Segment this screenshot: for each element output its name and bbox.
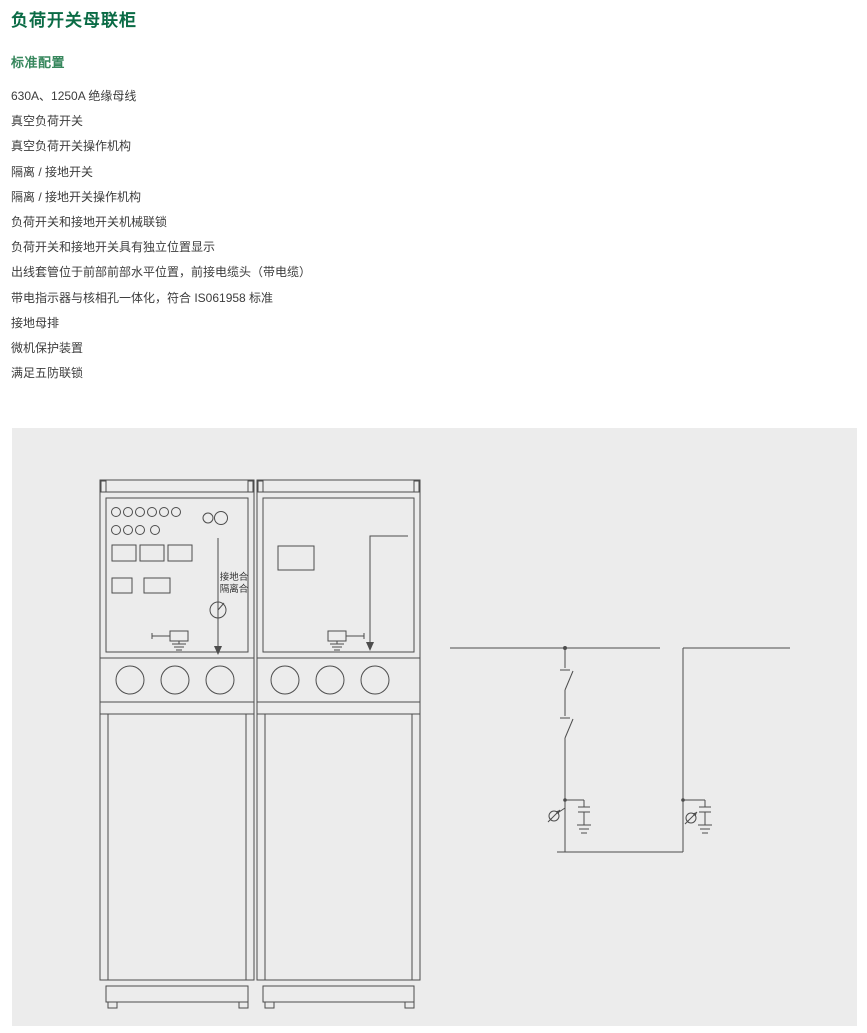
load-switch-branch — [560, 646, 574, 852]
feature-item: 出线套管位于前部前部水平位置，前接电缆头（带电缆） — [11, 265, 312, 280]
diagram-panel: 接地合 隔离合 — [12, 428, 857, 1026]
right-panel-instruments — [277, 535, 408, 651]
feature-item: 真空负荷开关操作机构 — [11, 139, 132, 154]
section-heading: 标准配置 — [11, 55, 66, 70]
cabinet-base — [105, 985, 415, 1009]
indicator-lamp-icon — [548, 810, 560, 822]
voltage-indicator-right — [681, 798, 712, 834]
feature-item: 630A、1250A 绝缘母线 — [11, 89, 137, 103]
indicator-lamp-icon — [685, 812, 697, 824]
page-title: 负荷开关母联柜 — [11, 11, 137, 30]
feature-item: 接地母排 — [11, 315, 60, 330]
operation-labels: 接地合 隔离合 — [220, 571, 249, 595]
circuit-diagram — [450, 646, 790, 853]
label-earth-closed: 接地合 — [220, 571, 249, 583]
feature-item: 微机保护装置 — [11, 340, 84, 355]
down-arrow-icon — [366, 642, 374, 651]
voltage-indicator-left — [547, 798, 591, 834]
feature-item: 真空负荷开关 — [11, 114, 84, 129]
feature-item: 隔离 / 接地开关操作机构 — [11, 189, 142, 204]
cable-connection-lines — [557, 648, 684, 853]
feature-item: 负荷开关和接地开关具有独立位置显示 — [11, 240, 216, 255]
standard-config-list: 630A、1250A 绝缘母线 真空负荷开关 真空负荷开关操作机构 隔离 / 接… — [11, 84, 311, 386]
left-panel-instruments — [111, 507, 228, 655]
operation-knob — [209, 601, 227, 619]
technical-drawing: 接地合 隔离合 — [99, 479, 790, 1009]
feature-item: 满足五防联锁 — [11, 366, 84, 381]
cabinet-lower-body — [99, 713, 421, 981]
label-isolate-closed: 隔离合 — [220, 583, 249, 595]
feature-item: 负荷开关和接地开关机械联锁 — [11, 214, 168, 229]
cabinet-front-drawing: 接地合 隔离合 — [99, 479, 421, 1009]
down-arrow-icon — [214, 646, 222, 655]
feature-item: 带电指示器与核相孔一体化，符合 IS061958 标准 — [11, 290, 274, 305]
bushing-band — [99, 657, 421, 715]
cabinet-top-section — [99, 479, 421, 659]
feature-item: 隔离 / 接地开关 — [11, 164, 94, 179]
